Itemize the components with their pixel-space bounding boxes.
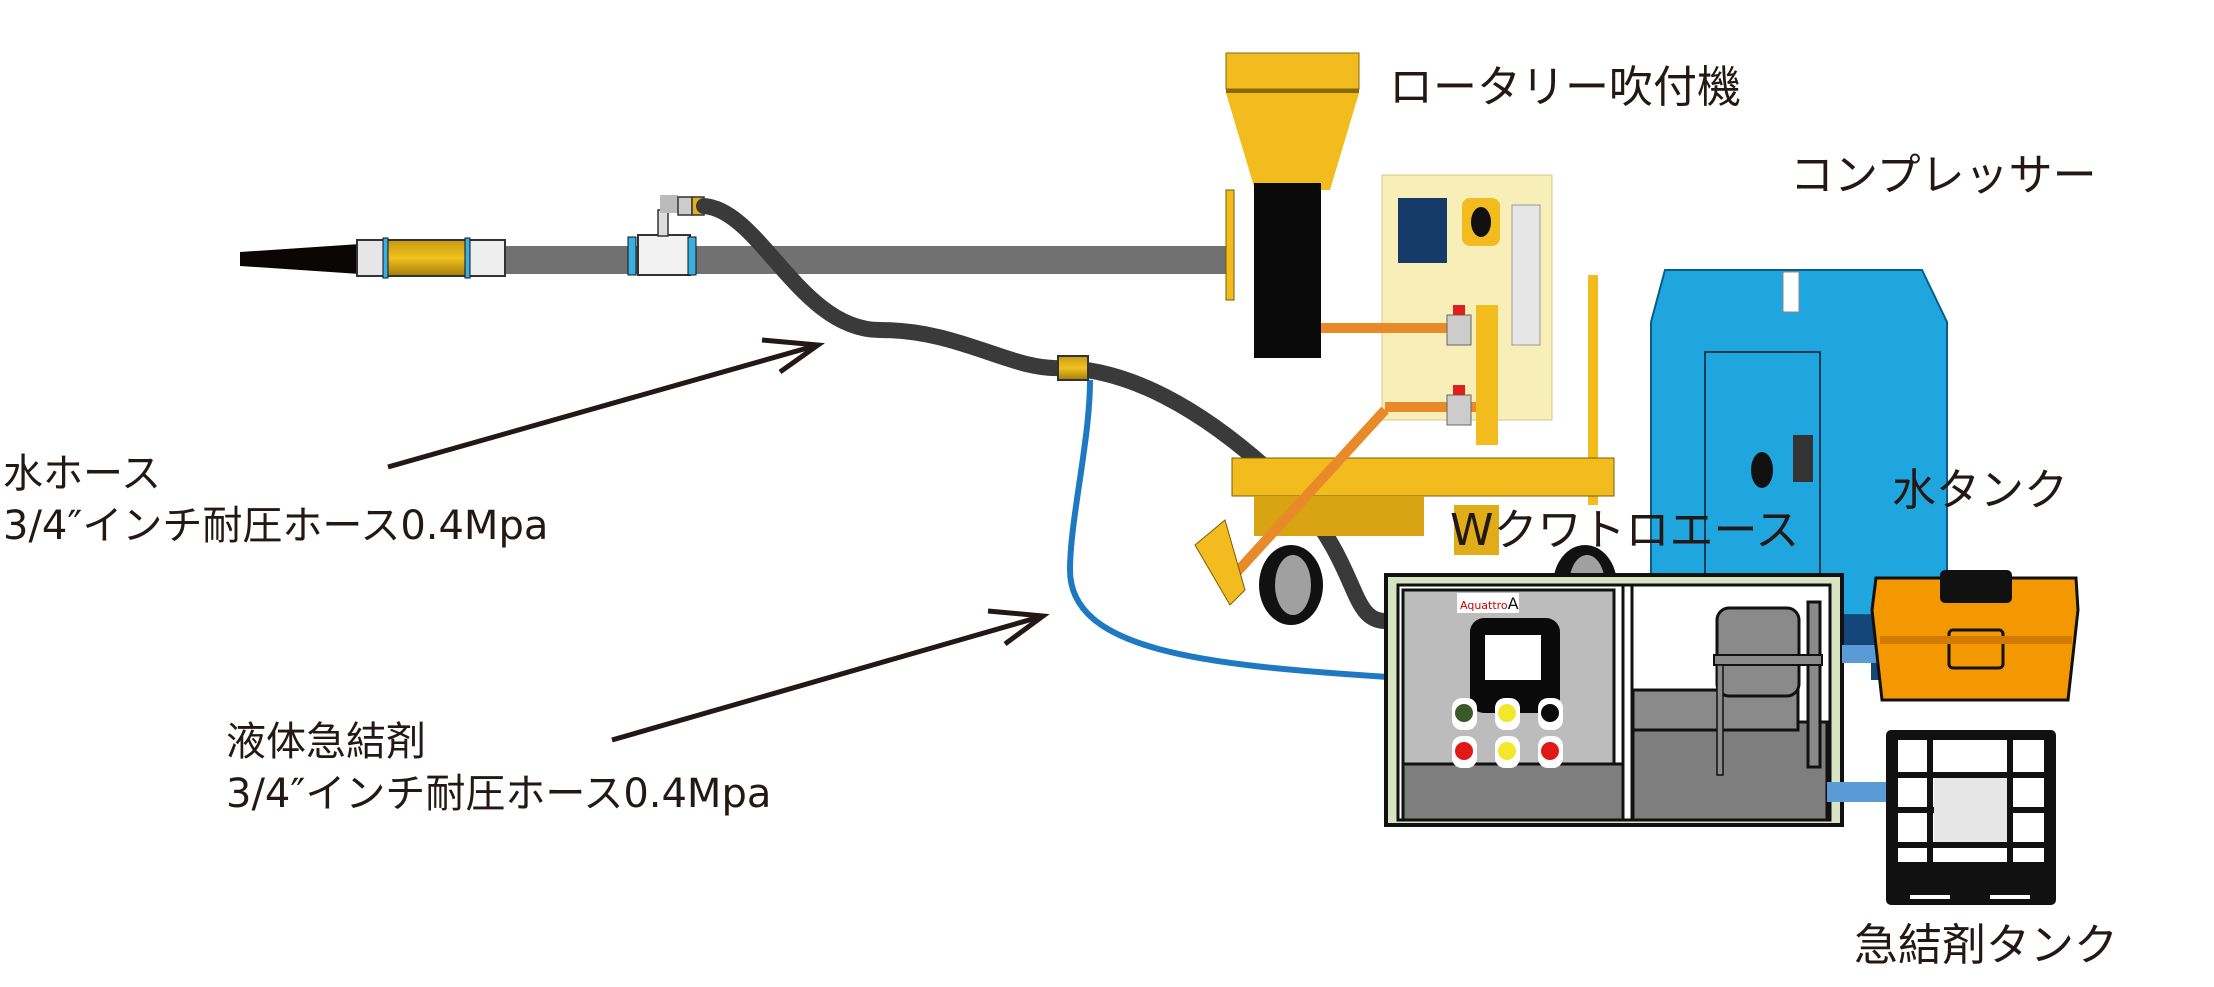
label-rotary-sprayer: ロータリー吹付機 bbox=[1389, 62, 1741, 113]
material-hose bbox=[505, 246, 1230, 274]
panel-logo: AquattroA bbox=[1460, 594, 1519, 613]
label-accelerator-hose-title: 液体急結剤 bbox=[226, 719, 426, 765]
lamp-red bbox=[1541, 742, 1559, 760]
lamp-red bbox=[1455, 742, 1473, 760]
label-accelerator-tank: 急結剤タンク bbox=[1854, 920, 2118, 971]
nozzle bbox=[240, 244, 360, 274]
accelerator-tank bbox=[1886, 730, 2056, 905]
tee-stem bbox=[657, 209, 669, 237]
nozzle-ring-left bbox=[356, 239, 388, 277]
label-accelerator-hose-spec: 3/4″インチ耐圧ホース0.4Mpa bbox=[226, 771, 772, 817]
clamp bbox=[464, 237, 471, 279]
panel-lamps bbox=[1452, 698, 1563, 768]
coupler bbox=[677, 196, 693, 216]
lamp-yellow bbox=[1498, 742, 1516, 760]
nozzle-ring-right bbox=[466, 239, 506, 277]
clamp bbox=[687, 236, 697, 276]
water-tank-pipe bbox=[1842, 645, 1877, 663]
panel-logo-text: Aquattro bbox=[1460, 599, 1508, 612]
accelerator-hose bbox=[1066, 379, 1389, 680]
arrow-accelerator-hose bbox=[611, 608, 1050, 743]
accelerator-tank-pipe bbox=[1827, 782, 1889, 802]
lamp-green bbox=[1455, 704, 1473, 722]
clamp bbox=[382, 237, 389, 279]
water-tank bbox=[1870, 570, 2080, 702]
panel-logo-mark: A bbox=[1507, 594, 1519, 613]
arrow-water-hose bbox=[387, 337, 825, 470]
label-compressor: コンプレッサー bbox=[1790, 150, 2097, 201]
label-water-tank: 水タンク bbox=[1892, 465, 2068, 516]
label-water-hose-title: 水ホース bbox=[3, 451, 161, 497]
lamp-yellow bbox=[1498, 704, 1516, 722]
tee-fitting bbox=[637, 234, 691, 276]
w-quattro-ace-unit bbox=[1384, 573, 1844, 827]
hose-joint bbox=[1057, 355, 1089, 381]
lamp-black bbox=[1541, 704, 1559, 722]
nozzle-gold-sleeve bbox=[386, 239, 468, 277]
label-w-quattro-ace: Wクワトロエース bbox=[1450, 505, 1800, 556]
clamp bbox=[627, 236, 637, 276]
elbow bbox=[660, 195, 678, 213]
label-water-hose-spec: 3/4″インチ耐圧ホース0.4Mpa bbox=[3, 503, 549, 549]
rotary-sprayer bbox=[1194, 52, 1617, 625]
